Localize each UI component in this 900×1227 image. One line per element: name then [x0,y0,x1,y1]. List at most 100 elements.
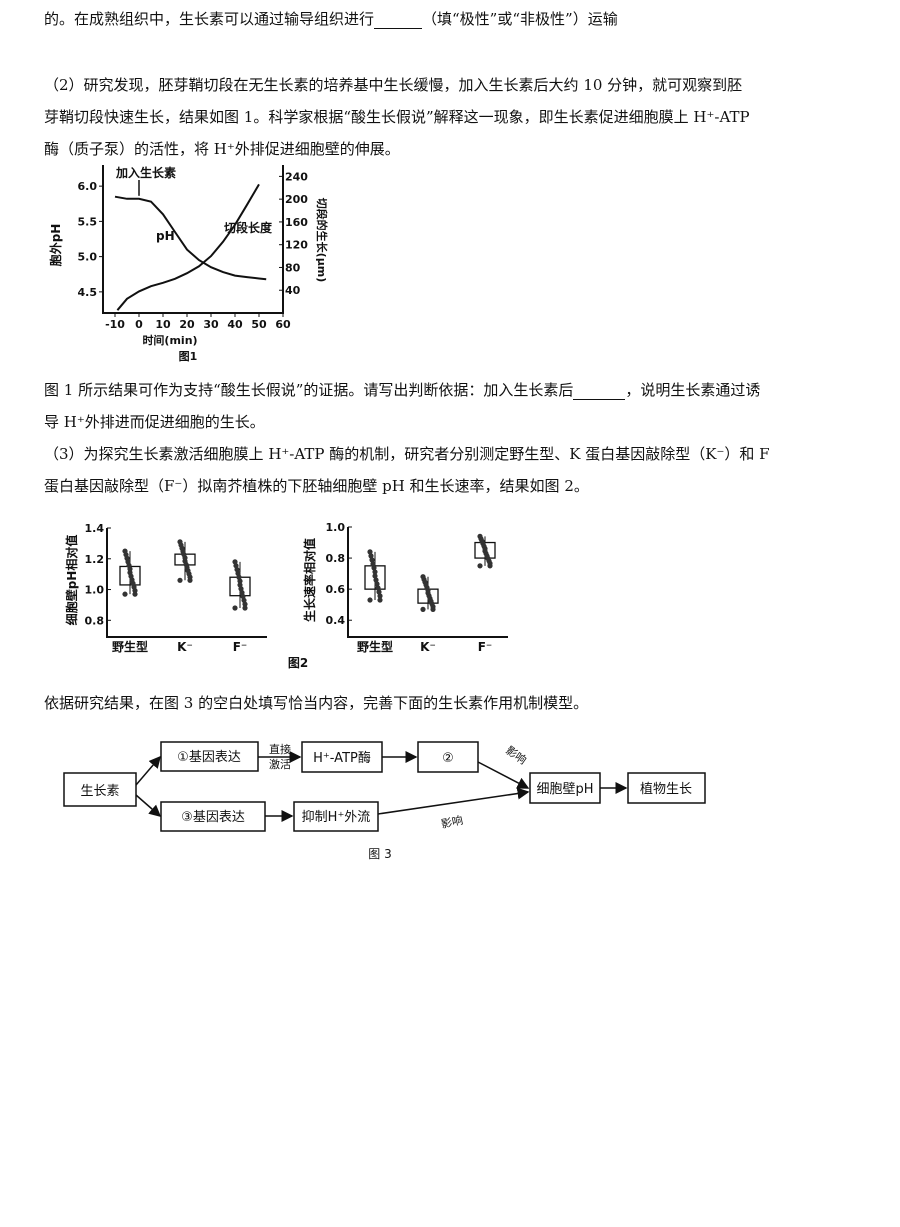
label-direct: 直接 [269,742,291,756]
label-affect-top: 影响 [503,744,528,767]
data-point [430,606,436,612]
data-point [374,581,380,587]
text: 的。在成熟组织中，生长素可以通过输导组织进行 [44,10,375,28]
text-line-2: （2）研究发现，胚芽鞘切段在无生长素的培养基中生长缓慢，加入生长素后大约 10 … [44,76,743,94]
text-line-7: （3）为探究生长素激活细胞膜上 H⁺-ATP 酶的机制，研究者分别测定野生型、K… [44,445,770,463]
axes [347,527,508,638]
y-tick-label: 4.5 [78,286,98,299]
box-auxin [63,772,137,807]
figure-3: 生长素 ①基因表达 直接 激活 H⁺-ATP酶 ② ③基因表达 抑制H⁺外流 细… [63,741,706,861]
y-tick-label: 0.6 [326,583,346,596]
data-point [122,548,128,554]
y-tick-label: 6.0 [78,180,98,193]
label-inhibit: 抑制H⁺外流 [302,810,371,825]
data-point [371,565,377,571]
data-point [232,559,238,565]
data-point [177,539,183,545]
text-line-5: 图 1 所示结果可作为支持“酸生长假说”的证据。请写出判断依据：加入生长素后 ，… [44,379,760,400]
data-point [420,574,426,580]
text-line-9: 依据研究结果，在图 3 的空白处填写恰当内容，完善下面的生长素作用机制模型。 [44,694,589,712]
x-tick-label: 野生型 [112,639,148,654]
data-point [122,591,128,597]
label-growth: 植物生长 [640,782,692,797]
data-point [367,597,373,603]
data-point [370,561,376,567]
data-point [372,569,378,575]
y-tick-label: 1.4 [85,522,105,535]
text: （填“极性”或“非极性”）运输 [422,10,618,28]
data-point [242,605,248,611]
x-tick-label: 60 [275,318,291,331]
x-tick-label: K⁻ [177,640,193,654]
axes [102,165,284,314]
label-gene1: ①基因表达 [177,750,241,765]
x-tick-label: -10 [105,318,125,331]
label-wall-ph: 细胞壁pH [536,782,593,797]
label-gene3: ③基因表达 [181,810,245,825]
text-line-8: 蛋白基因敲除型（F⁻）拟南芥植株的下胚轴细胞壁 pH 和生长速率，结果如图 2。 [44,477,589,495]
axes [106,528,267,638]
y2-tick-label: 240 [285,170,308,183]
y2-tick-label: 80 [285,261,301,274]
x-tick-label: 野生型 [357,639,393,654]
data-point [482,548,488,554]
series-label-length: 切段长度 [224,220,273,235]
answer-blank[interactable] [374,10,423,29]
text-line-6: 导 H⁺外排进而促进细胞的生长。 [44,413,265,431]
y-tick-label: 0.8 [85,614,105,627]
figure-caption: 图2 [288,656,308,670]
box-blank-2[interactable] [417,741,479,773]
y-axis-label: 胞外pH [48,224,63,267]
label-activate: 激活 [269,757,291,771]
text-line-1: 的。在成熟组织中，生长素可以通过输导组织进行 （填“极性”或“非极性”）运输 [44,8,618,29]
data-point [420,606,426,612]
y-axis-label: 细胞壁pH相对值 [64,535,79,626]
x-tick-label: K⁻ [420,640,436,654]
y-tick-label: 1.2 [85,553,105,566]
data-point [237,582,243,588]
y-tick-label: 0.4 [326,614,346,627]
x-tick-label: 0 [135,318,143,331]
x-tick-label: 20 [179,318,195,331]
y2-tick-label: 160 [285,216,308,229]
data-point [375,585,381,591]
x-tick-label: F⁻ [478,640,493,654]
data-point [376,589,382,595]
x-tick-label: 50 [251,318,267,331]
y2-tick-label: 40 [285,284,301,297]
data-point [477,563,483,569]
data-point [132,591,138,597]
y-tick-label: 1.0 [85,584,105,597]
y2-tick-label: 200 [285,193,308,206]
x-tick-label: F⁻ [233,640,248,654]
series-line-length [116,183,260,311]
box-growth [627,772,706,804]
answer-blank[interactable] [573,381,626,400]
y2-axis-label: 切段的生长(μm) [315,198,329,283]
text: ，说明生长素通过诱 [625,381,761,399]
text: 图 1 所示结果可作为支持“酸生长假说”的证据。请写出判断依据：加入生长素后 [44,381,574,399]
label-blank-2: ② [442,751,454,766]
data-point [372,573,378,579]
data-point [232,605,238,611]
figure-1: 加入生长素 pH 切段长度 时间(min) 图1 胞外pH 切段的生长(μm) … [48,165,329,363]
data-point [487,563,493,569]
data-point [477,533,483,539]
y-axis-label: 生长速率相对值 [302,538,317,622]
data-point [367,549,373,555]
series-label-ph: pH [156,229,175,243]
data-point [368,553,374,559]
label-atpase: H⁺-ATP酶 [313,750,371,766]
box-inhibit [293,801,379,832]
data-point [369,557,375,563]
data-point [182,558,188,564]
x-tick-label: 40 [227,318,243,331]
label-affect-bottom: 影响 [440,814,464,831]
data-point [425,590,431,596]
x-axis-label: 时间(min) [142,333,197,347]
y-tick-label: 5.5 [78,215,98,228]
series-line-ph [114,195,267,281]
data-point [177,577,183,583]
